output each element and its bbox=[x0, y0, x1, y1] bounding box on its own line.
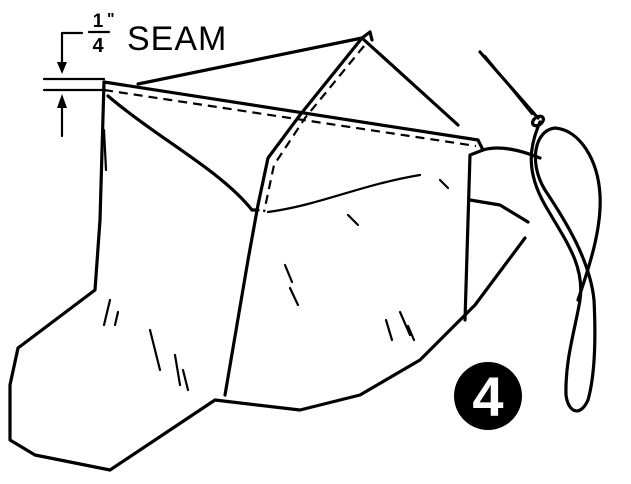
step-badge-circle bbox=[454, 362, 522, 430]
seam-word: SEAM bbox=[127, 20, 227, 58]
fraction-denominator: 4 bbox=[92, 35, 104, 57]
seam-dimension-marker bbox=[42, 31, 106, 138]
fabric-piece bbox=[8, 30, 530, 472]
step-number: 4 bbox=[472, 365, 503, 428]
step-badge: 4 bbox=[454, 362, 522, 430]
fabric-shading bbox=[102, 128, 450, 392]
fraction-numerator: 1 bbox=[93, 11, 104, 32]
stitch-lines bbox=[103, 45, 477, 213]
inch-mark: " bbox=[107, 11, 115, 28]
seam-label: 1 " 4 SEAM bbox=[87, 11, 227, 58]
needle-and-thread bbox=[478, 50, 602, 413]
